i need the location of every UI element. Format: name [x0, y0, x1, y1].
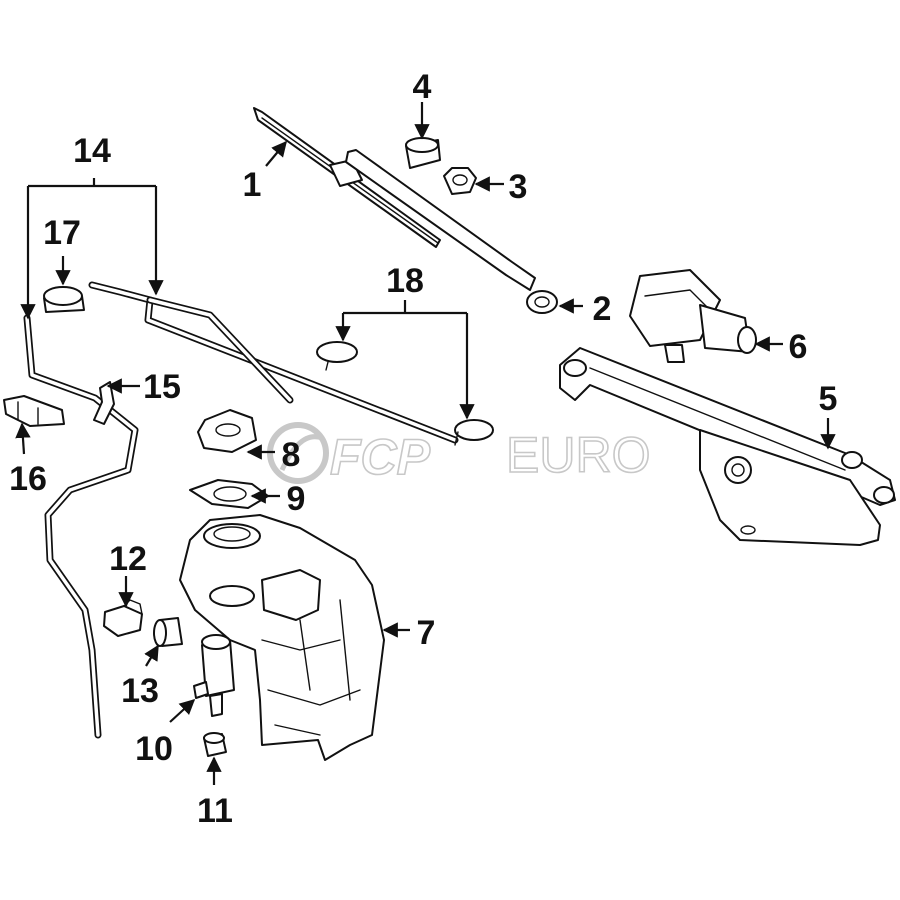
sensor-grommet[interactable]: [153, 617, 183, 647]
callout-7: 7: [417, 614, 436, 652]
callout-8: 8: [282, 436, 301, 474]
callout-6: 6: [789, 328, 808, 366]
leader-lines: [15, 102, 836, 785]
watermark-suffix: EURO: [506, 427, 650, 483]
callout-10: 10: [135, 730, 173, 768]
washer-nozzle-left[interactable]: [316, 341, 358, 371]
washer-reservoir[interactable]: [179, 514, 385, 761]
level-sensor[interactable]: [103, 599, 143, 637]
wiper-arm[interactable]: [345, 149, 558, 314]
hose-connector[interactable]: [3, 395, 65, 427]
callout-labels: 1 2 3 4 5 6 7 8 9 10 11 12 13 14 15 16 1…: [9, 68, 837, 830]
arm-nut[interactable]: [443, 167, 477, 195]
callout-1: 1: [243, 166, 262, 204]
callout-13: 13: [121, 672, 159, 710]
callout-3: 3: [509, 168, 528, 206]
washer-hose-assembly[interactable]: [23, 281, 459, 739]
callout-16: 16: [9, 460, 47, 498]
watermark-logo-swoosh: [279, 434, 323, 472]
callout-17: 17: [43, 214, 81, 252]
pump-grommet[interactable]: [203, 732, 227, 757]
watermark-brand: FCP: [330, 429, 431, 485]
callout-5: 5: [819, 380, 838, 418]
hose-cap[interactable]: [43, 286, 85, 313]
callout-18: 18: [386, 262, 424, 300]
wiper-linkage[interactable]: [559, 347, 896, 546]
arm-cap[interactable]: [405, 137, 441, 169]
callout-14: 14: [73, 132, 111, 170]
callout-4: 4: [413, 68, 432, 106]
reservoir-gasket[interactable]: [189, 479, 269, 509]
callout-12: 12: [109, 540, 147, 578]
callout-15: 15: [143, 368, 181, 406]
wiper-blade[interactable]: [253, 107, 441, 248]
watermark: FCP EURO: [267, 422, 651, 486]
wiper-motor[interactable]: [629, 269, 757, 363]
washer-pump[interactable]: [193, 634, 235, 717]
callout-2: 2: [593, 290, 612, 328]
callout-9: 9: [287, 480, 306, 518]
filler-seal[interactable]: [197, 409, 257, 453]
washer-nozzle-right[interactable]: [454, 419, 494, 446]
callout-11: 11: [197, 792, 233, 830]
